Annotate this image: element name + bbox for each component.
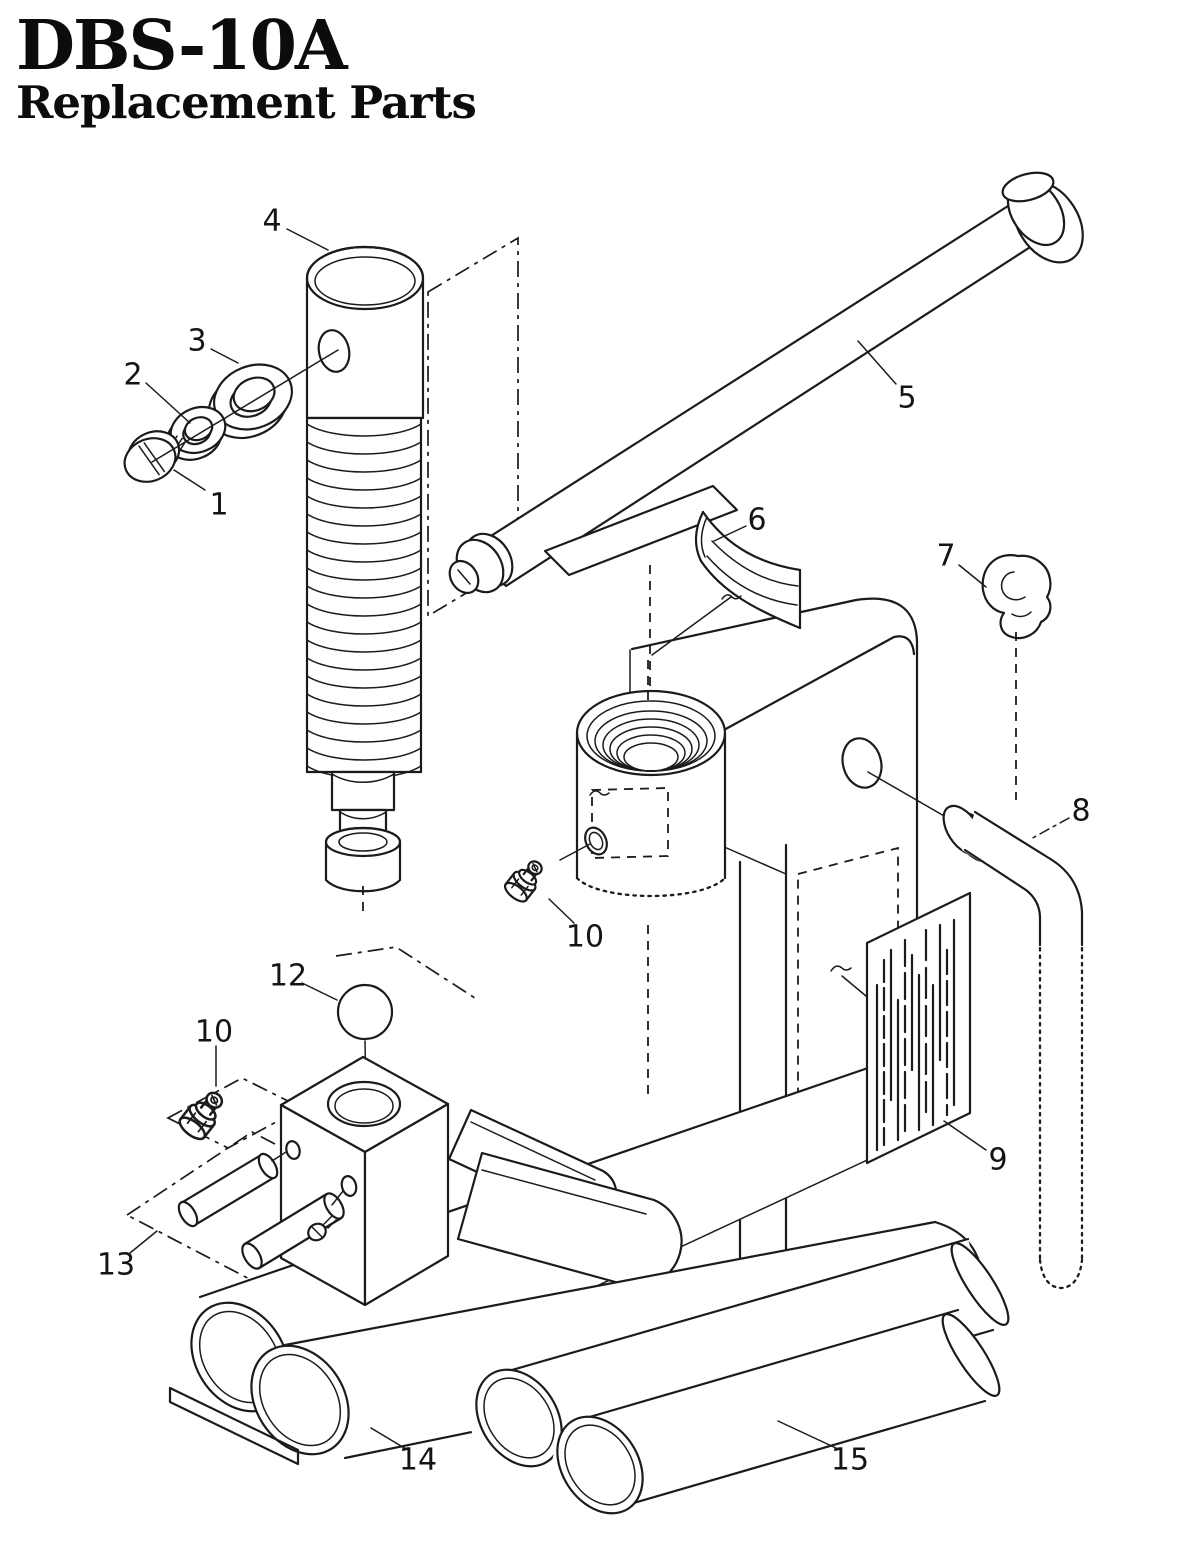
callout-label-5: 5 xyxy=(897,381,916,416)
callout-leader-4 xyxy=(286,228,329,251)
callout-leader-8 xyxy=(1028,817,1070,841)
callout-label-8: 8 xyxy=(1071,794,1090,829)
part-13-pins xyxy=(177,1151,345,1270)
callout-leader-3 xyxy=(210,348,239,364)
callout-label-9: 9 xyxy=(988,1143,1007,1178)
callout-label-2: 2 xyxy=(123,358,142,393)
callout-leader-1 xyxy=(173,469,206,491)
callout-label-12: 12 xyxy=(269,959,307,994)
callout-leader-6 xyxy=(713,525,747,542)
callout-leader-13 xyxy=(129,1230,158,1254)
ram-side-hole xyxy=(317,329,351,373)
part-10-grease-fitting-left xyxy=(174,1084,232,1145)
part-6-half-bushing xyxy=(651,510,802,656)
callout-leader-2 xyxy=(145,382,191,424)
callout-label-15: 15 xyxy=(831,1443,869,1478)
callout-leader-5 xyxy=(857,340,897,385)
ram-bottom-collar xyxy=(324,826,402,893)
callout-leader-12 xyxy=(301,982,338,1001)
body-top-arm xyxy=(543,484,739,577)
callout-leader-14 xyxy=(370,1427,407,1450)
callout-label-3: 3 xyxy=(187,324,206,359)
callout-leader-7 xyxy=(958,564,987,588)
body-post xyxy=(738,843,788,1298)
callout-leader-10 xyxy=(548,898,575,924)
part-10-grease-fitting-right xyxy=(500,853,551,907)
title-block: DBS-10A Replacement Parts xyxy=(16,6,477,129)
callout-leader-15 xyxy=(777,1420,839,1450)
squiggle-mark xyxy=(830,965,852,972)
callout-label-13: 13 xyxy=(97,1248,135,1283)
page-title: DBS-10A xyxy=(16,6,348,86)
pump-block xyxy=(279,1055,450,1307)
base-foot-plate xyxy=(168,1386,300,1466)
callout-label-1: 1 xyxy=(209,488,228,523)
part-8-bent-tube xyxy=(942,804,1084,1290)
callout-label-14: 14 xyxy=(399,1443,437,1478)
block-pin-hole-left xyxy=(285,1140,301,1160)
handle-grip-cap xyxy=(1001,171,1055,203)
alignment-line xyxy=(151,349,339,463)
parts-1-2-3-fasteners xyxy=(123,349,339,483)
callout-label-10: 10 xyxy=(195,1015,233,1050)
phantom-panel-pins xyxy=(125,1131,432,1309)
callout-label-6: 6 xyxy=(747,503,766,538)
part-15-runner-tubes xyxy=(469,1237,1010,1515)
lift-nut-cylinder xyxy=(559,660,727,1100)
page-subtitle: Replacement Parts xyxy=(16,75,477,129)
ram-thread-section xyxy=(305,416,423,774)
part-5-handle-tube xyxy=(448,171,1084,595)
body-tube-hole xyxy=(841,737,883,789)
callout-leader-9 xyxy=(943,1120,987,1151)
part-4-ram-assembly xyxy=(305,245,425,914)
decal-text-lines xyxy=(875,918,956,1152)
callout-label-7: 7 xyxy=(936,539,955,574)
callout-label-4: 4 xyxy=(262,204,281,239)
part-7-snap-ring xyxy=(981,554,1052,800)
callout-label-10: 10 xyxy=(566,920,604,955)
part-1-screw xyxy=(123,430,187,483)
body-top-edge xyxy=(630,597,919,651)
block-pin-hole-front xyxy=(340,1175,358,1197)
ram-top-rim xyxy=(305,245,425,311)
part-9-decal xyxy=(865,891,972,1165)
